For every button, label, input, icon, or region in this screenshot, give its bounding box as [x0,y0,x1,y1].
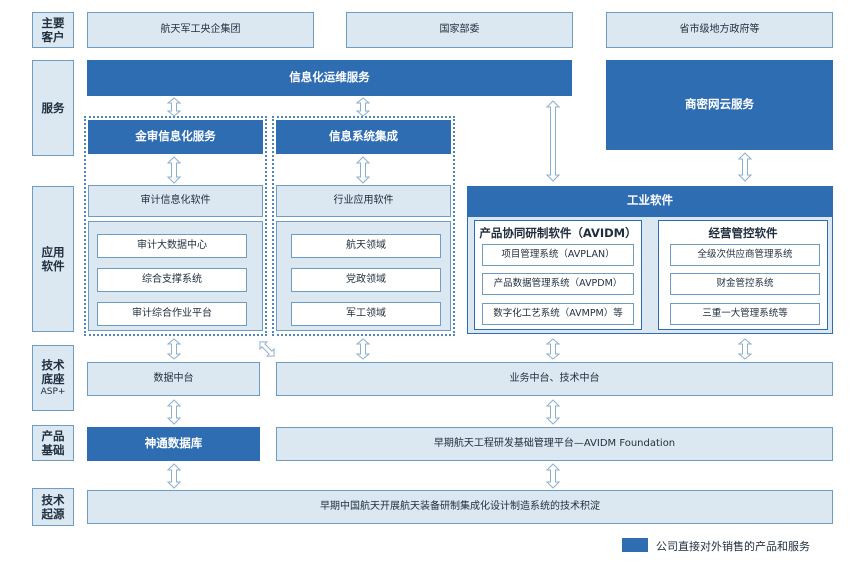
audit-item: 审计综合作业平台 [97,302,247,326]
data-center: 数据中台 [87,362,260,396]
double-headed-arrow-icon [356,156,370,184]
double-headed-arrow-icon [167,156,181,184]
double-headed-arrow-icon [546,338,560,360]
double-headed-arrow-icon [356,338,370,360]
technology-origin: 早期中国航天开展航天装备研制集成化设计制造系统的技术积淀 [87,490,833,524]
row-label-software: 应用 软件 [32,186,74,332]
mgmt-item: 财金管控系统 [670,273,820,295]
industrial-software-title: 工业软件 [467,186,833,216]
double-headed-arrow-icon [546,399,560,425]
row-label-origin: 技术 起源 [32,488,74,526]
row-label-customers: 主要 客户 [32,12,74,48]
customer-local-governments: 省市级地方政府等 [606,12,833,48]
double-headed-arrow-icon [546,463,560,489]
mgmt-item: 三重一大管理系统等 [670,303,820,325]
double-headed-arrow-icon [738,152,752,182]
avidm-title: 产品协同研制软件（AVIDM） [479,226,637,240]
industry-group [272,116,455,336]
row-label-line: 产品 [41,428,65,443]
double-headed-arrow-icon [259,341,275,357]
audit-item: 审计大数据中心 [97,234,247,258]
service-system-integration: 信息系统集成 [276,120,451,154]
double-headed-arrow-icon [167,399,181,425]
row-label-line: 技术 [41,492,65,507]
customer-ministries: 国家部委 [346,12,573,48]
audit-software: 审计信息化软件 [88,185,263,217]
service-commercial-cloud: 商密网云服务 [606,60,833,150]
double-headed-arrow-icon [167,338,181,360]
double-headed-arrow-icon [738,338,752,360]
row-label-line: 客户 [41,30,65,44]
avidm-item: 产品数据管理系统（AVPDM） [482,273,634,295]
legend-swatch [622,538,648,552]
mgmt-item: 全级次供应商管理系统 [670,244,820,266]
double-headed-arrow-icon [546,100,560,182]
row-label-product-base: 产品 基础 [32,425,74,461]
industry-item: 军工领域 [291,302,441,326]
audit-group [84,116,267,336]
double-headed-arrow-icon [167,463,181,489]
avidm-item: 数字化工艺系统（AVMPM）等 [482,303,634,325]
service-it-ops: 信息化运维服务 [87,60,572,96]
audit-item: 综合支撑系统 [97,268,247,292]
row-label-line: 应用 [41,244,65,259]
row-label-services: 服务 [32,60,74,156]
industry-item: 航天领域 [291,234,441,258]
double-headed-arrow-icon [167,97,181,117]
industry-item: 党政领域 [291,268,441,292]
shentong-database: 神通数据库 [87,427,260,461]
row-label-tech-base: 技术底座 ASP+ [32,345,74,411]
legend-label: 公司直接对外销售的产品和服务 [656,540,810,553]
service-audit: 金审信息化服务 [88,120,263,154]
row-label-line: 技术底座 [41,358,65,387]
row-label-line: 软件 [41,259,65,273]
row-label-line: 基础 [41,443,65,457]
avidm-foundation: 早期航天工程研发基础管理平台—AVIDM Foundation [276,427,833,461]
row-label-line: 服务 [41,100,65,115]
industry-software: 行业应用软件 [276,185,451,217]
row-label-line: ASP+ [40,386,66,397]
avidm-item: 项目管理系统（AVPLAN） [482,244,634,266]
row-label-line: 起源 [41,507,65,521]
double-headed-arrow-icon [356,97,370,117]
customer-aerospace-groups: 航天军工央企集团 [87,12,314,48]
mgmt-title: 经营管控软件 [708,226,778,240]
row-label-line: 主要 [41,15,65,30]
business-tech-center: 业务中台、技术中台 [276,362,833,396]
